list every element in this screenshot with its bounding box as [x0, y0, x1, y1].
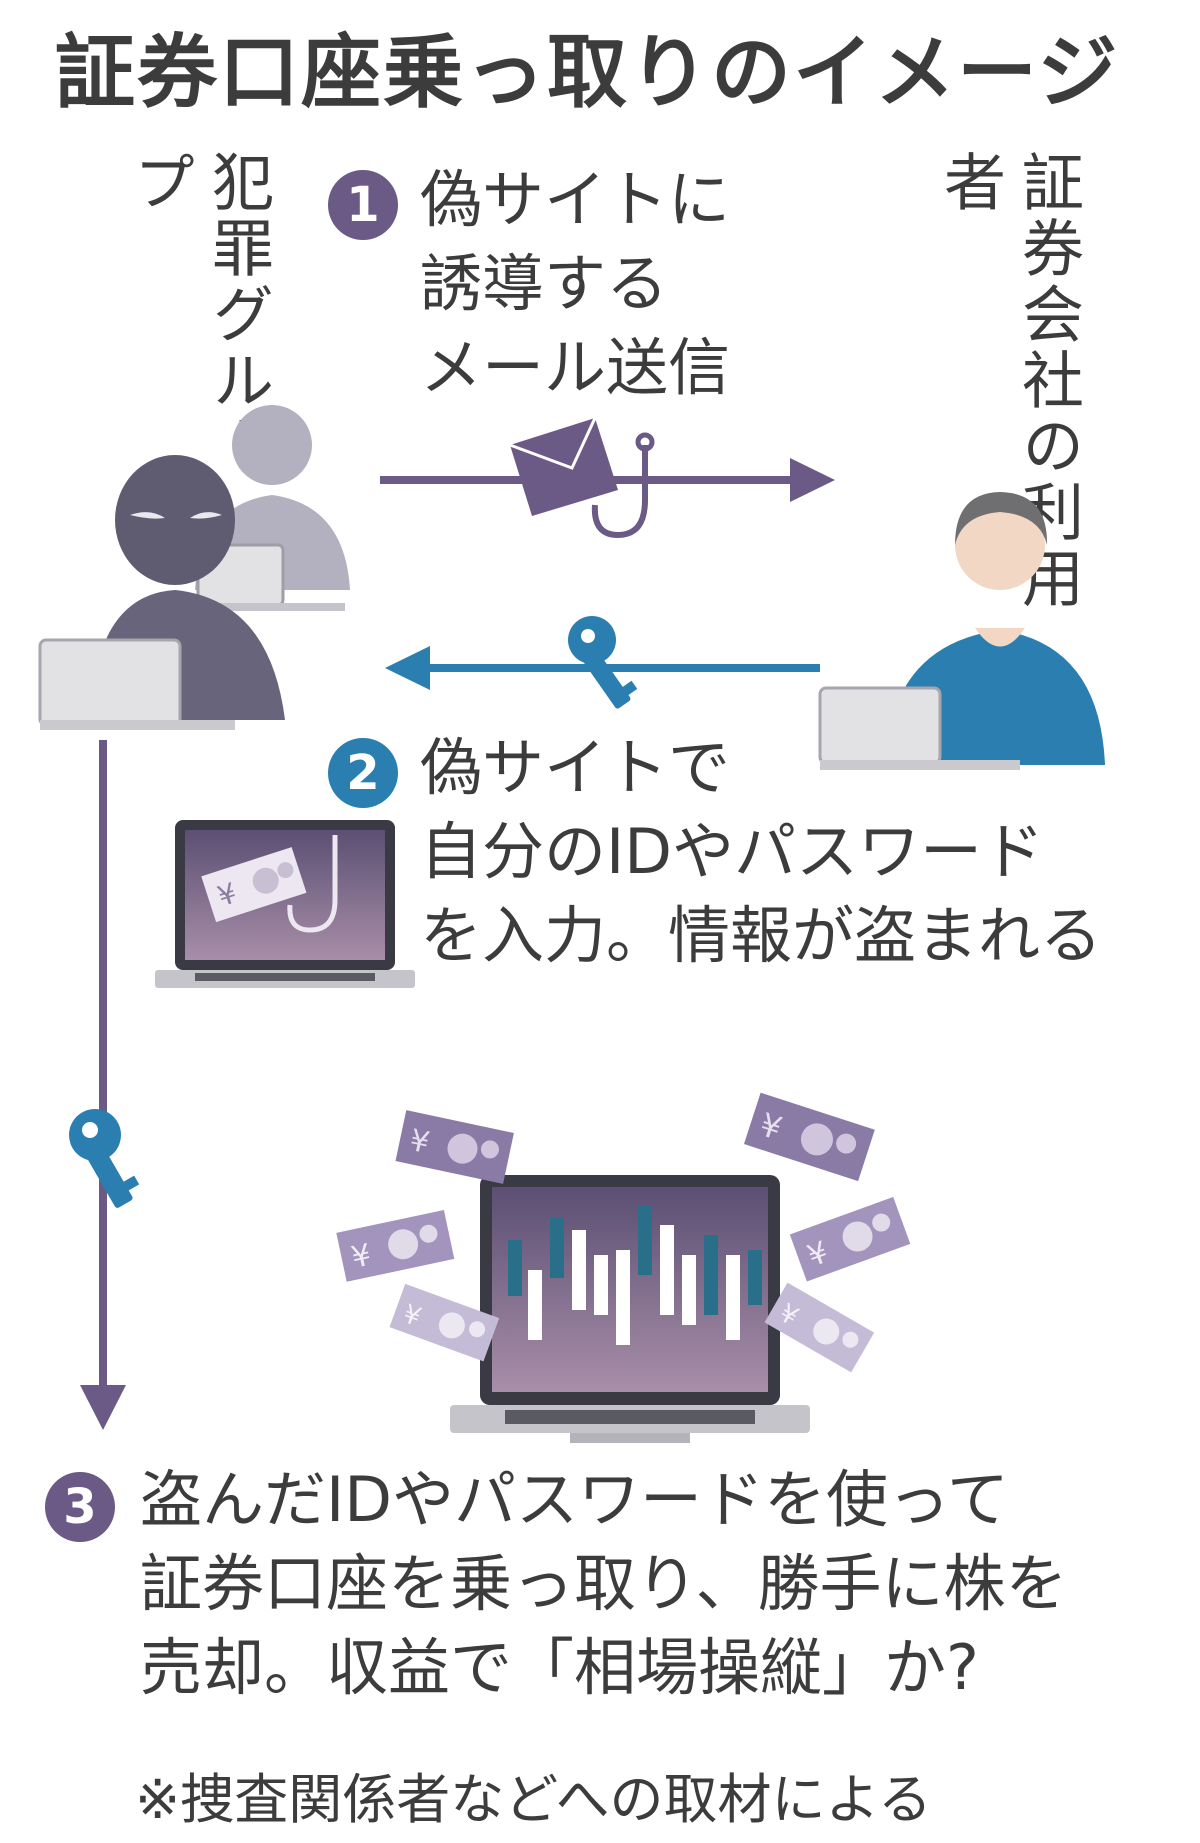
candlestick-bar [704, 1235, 718, 1315]
user-figure [818, 492, 1105, 770]
candlestick-bar [508, 1240, 522, 1296]
yen-banknote-icon: ¥ [395, 1110, 514, 1184]
laptop-icon: ¥ [155, 820, 415, 988]
candlestick-bar [550, 1218, 564, 1278]
candlestick-bar [726, 1255, 740, 1340]
candlestick-bar [594, 1255, 608, 1315]
yen-banknote-icon: ¥ [389, 1283, 500, 1362]
step-2-number: 2 [328, 738, 398, 808]
candlestick-bar [572, 1230, 586, 1310]
step-1-number-text: 1 [346, 177, 380, 233]
fishing-hook-icon [591, 432, 655, 539]
candlestick-bar [682, 1255, 696, 1325]
step-2-text: 偽サイトで 自分のIDやパスワード を入力。情報が盗まれる [420, 731, 1103, 972]
step-1-number: 1 [328, 170, 398, 240]
source-note: ※捜査関係者などへの取材による [135, 1768, 932, 1831]
criminal-front-figure [38, 455, 285, 730]
step-2-number-text: 2 [346, 745, 380, 801]
yen-banknote-icon: ¥ [336, 1210, 455, 1282]
step-3-number: 3 [45, 1472, 115, 1542]
step-3-text: 盗んだIDやパスワードを使って 証券口座を乗っ取り、勝手に株を 売却。収益で「相… [140, 1463, 1068, 1704]
page-title: 証券口座乗っ取りのイメージ [55, 26, 1120, 119]
candlestick-bar [638, 1205, 652, 1275]
arrow-down-takeover [80, 740, 126, 1430]
yen-banknote-icon: ¥ [789, 1196, 911, 1282]
candlestick-bar [528, 1270, 542, 1340]
candlestick-bar [748, 1250, 762, 1305]
envelope-icon [509, 417, 618, 516]
candlestick-bar [660, 1225, 674, 1315]
arrow-steal-credentials [385, 646, 820, 690]
step-3-number-text: 3 [63, 1479, 97, 1535]
candlestick-chart [508, 1205, 762, 1345]
key-icon [568, 616, 638, 709]
step-1-text: 偽サイトに 誘導する メール送信 [420, 163, 731, 404]
yen-banknote-icon: ¥ [743, 1092, 875, 1182]
key-icon [69, 1109, 140, 1208]
candlestick-bar [616, 1250, 630, 1345]
yen-banknote-icon: ¥ [764, 1282, 875, 1373]
yen-banknote-icon: ¥ [201, 847, 307, 923]
